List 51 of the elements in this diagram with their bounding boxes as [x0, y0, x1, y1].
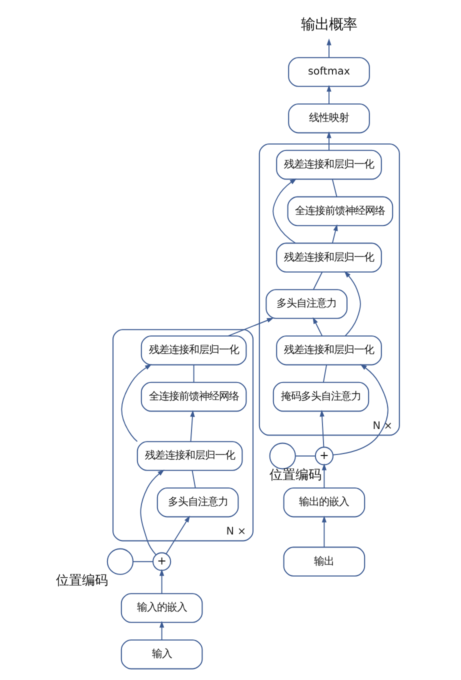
- arrow: [190, 410, 194, 442]
- connector: [191, 470, 196, 488]
- connector: [312, 272, 322, 290]
- connector: [322, 364, 327, 383]
- cluster: [112, 329, 254, 542]
- node-box: 残差连接和层归一化: [276, 335, 382, 366]
- node-box: 多头自注意力: [265, 289, 348, 319]
- node-circle: [268, 442, 296, 470]
- arrow: [321, 516, 326, 548]
- node-box: softmax: [288, 57, 370, 87]
- arrow: [312, 317, 322, 336]
- arrow: [272, 178, 296, 244]
- node-box: 全连接前馈神经网络: [286, 196, 393, 226]
- arrow: [326, 131, 331, 151]
- node-label: 位置编码: [55, 574, 108, 589]
- node-label: N ×: [226, 526, 246, 538]
- connector: [192, 364, 194, 383]
- arrow: [319, 410, 324, 448]
- arrow: [140, 470, 164, 556]
- node-box: 全连接前馈神经网络: [140, 382, 246, 412]
- arrow: [158, 569, 164, 594]
- node-circle: +: [314, 446, 334, 466]
- node-box: 残差连接和层归一化: [276, 242, 382, 273]
- arrow: [332, 364, 388, 456]
- arrow: [321, 463, 326, 488]
- node-label: N ×: [372, 420, 392, 432]
- node-box: 多头自注意力: [156, 487, 238, 518]
- node-box: 线性映射: [288, 103, 370, 134]
- arrow: [120, 364, 152, 442]
- node-box: 输出: [282, 546, 365, 577]
- cluster: [258, 143, 400, 436]
- arrow: [326, 84, 331, 104]
- node-box: 残差连接和层归一化: [140, 335, 246, 366]
- arrow: [165, 516, 190, 554]
- node-box: 输入的嵌入: [120, 593, 202, 623]
- arrow: [227, 318, 274, 336]
- connector: [132, 561, 153, 562]
- node-box: 掩码多头自注意力: [272, 382, 369, 412]
- node-circle: +: [152, 552, 171, 571]
- node-text: 输出概率: [300, 17, 356, 34]
- arrow: [344, 271, 360, 336]
- node-circle: [106, 548, 134, 575]
- node-box: 输出的嵌入: [282, 487, 365, 518]
- arrow: [326, 38, 331, 58]
- node-box: 残差连接和层归一化: [276, 150, 382, 180]
- node-label: 位置编码: [268, 468, 321, 484]
- arrow: [158, 620, 164, 640]
- node-box: 残差连接和层归一化: [136, 441, 242, 471]
- node-box: 输入: [120, 639, 202, 670]
- connector: [331, 178, 337, 198]
- arrow: [331, 224, 338, 244]
